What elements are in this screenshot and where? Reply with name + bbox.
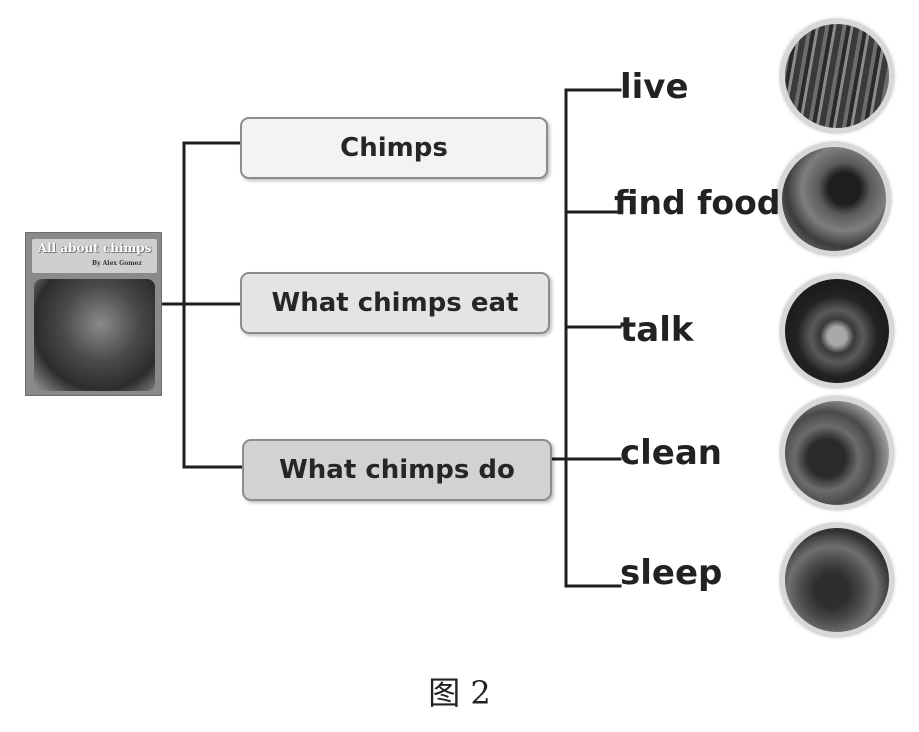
book-chimp-photo [34, 279, 155, 391]
chimp-sleeping-photo [781, 524, 893, 636]
chimps-group-photo [781, 20, 893, 132]
leaf-find-food: find food [614, 183, 781, 222]
chimps-grooming-photo [781, 397, 893, 509]
box-what-chimps-do: What chimps do [242, 439, 552, 501]
figure-caption: 图 2 [428, 674, 491, 712]
book-title: All about chimps [37, 241, 152, 255]
book-author: By Alex Gomez [92, 260, 142, 267]
leaf-clean: clean [620, 433, 723, 473]
box-what-chimps-eat: What chimps eat [240, 272, 550, 334]
leaf-sleep: sleep [620, 553, 723, 593]
box-label: What chimps eat [271, 288, 519, 318]
chimp-eating-photo [778, 143, 890, 255]
leaf-live: live [620, 67, 689, 107]
leaf-talk: talk [620, 310, 694, 350]
book-cover: All about chimps By Alex Gomez [25, 232, 162, 396]
book-title-band: All about chimps By Alex Gomez [32, 239, 157, 273]
box-label: Chimps [340, 133, 448, 163]
chimp-face-photo [781, 275, 893, 387]
box-chimps: Chimps [240, 117, 548, 179]
box-label: What chimps do [279, 455, 515, 485]
